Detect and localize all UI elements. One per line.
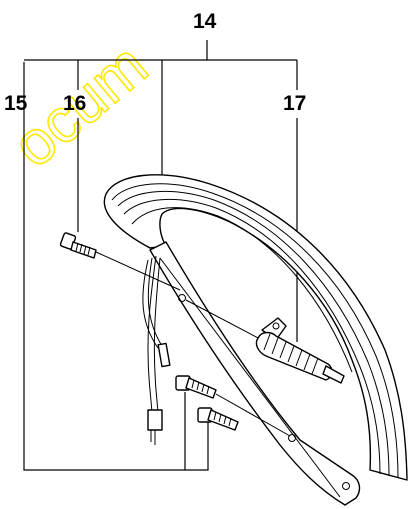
bolt-screw-upper <box>59 232 181 291</box>
vibration-damper <box>185 299 345 384</box>
label-part-c: 17 <box>283 92 306 115</box>
bolt-screw-lower <box>175 375 291 437</box>
label-part-b: 16 <box>63 92 86 115</box>
label-assembly: 14 <box>193 10 217 33</box>
handle-arm <box>149 241 361 506</box>
wire-harness <box>142 255 171 445</box>
label-part-a: 15 <box>4 92 28 115</box>
leader-lines <box>23 40 298 471</box>
handle-bar <box>103 174 408 481</box>
